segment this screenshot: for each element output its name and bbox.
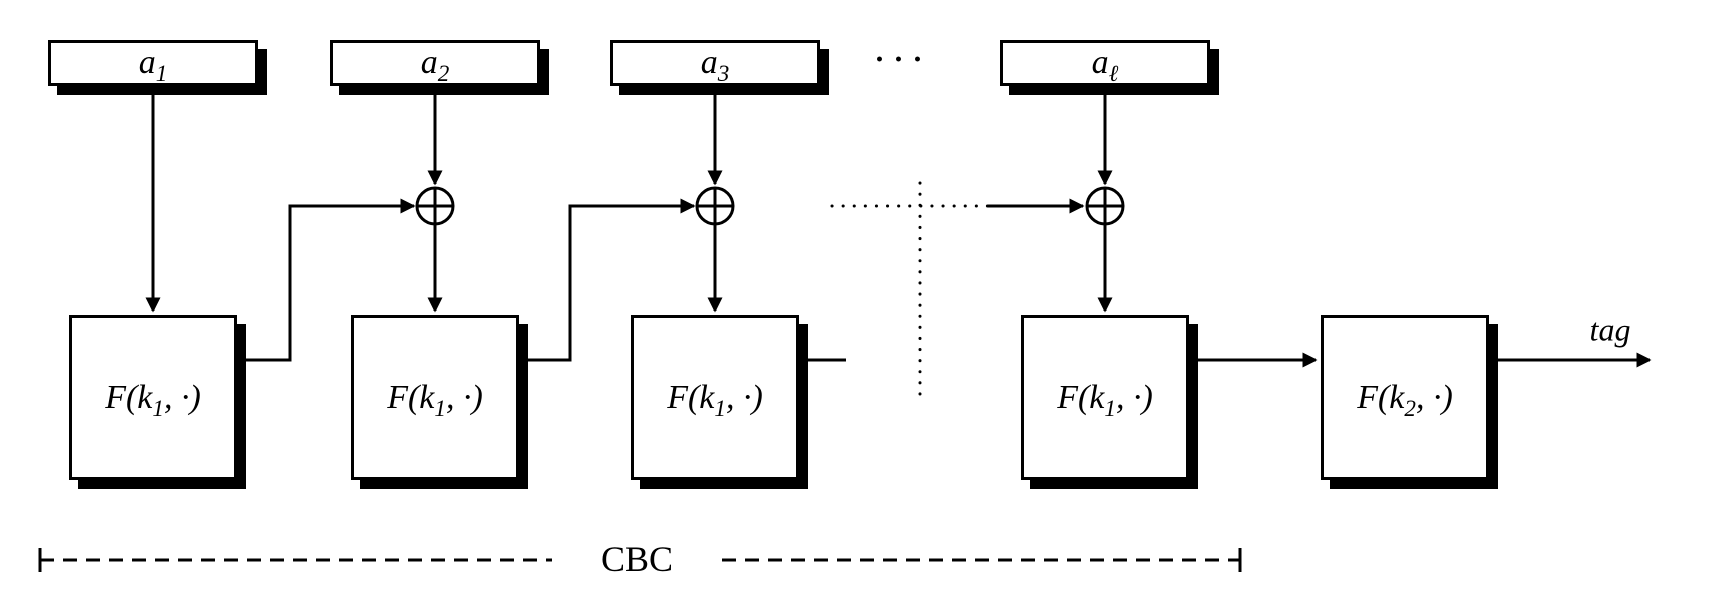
message-block-a2-label: a2 bbox=[420, 44, 450, 85]
label-sub: 2 bbox=[1404, 395, 1416, 422]
xor-node-2 bbox=[415, 186, 455, 226]
label-base: a bbox=[138, 44, 156, 81]
f-block-final-label: F(k2, ·) bbox=[1357, 378, 1453, 420]
f-block-1: F(k1, ·) bbox=[69, 315, 237, 480]
message-block-al: aℓ bbox=[1000, 40, 1210, 86]
f-block-final: F(k2, ·) bbox=[1321, 315, 1489, 480]
label-sub: 1 bbox=[155, 60, 168, 87]
message-block-a2: a2 bbox=[330, 40, 540, 86]
message-block-a1-label: a1 bbox=[138, 44, 168, 85]
label-base: a bbox=[1091, 44, 1109, 81]
label-post: , ·) bbox=[725, 378, 763, 416]
label-sub: 1 bbox=[714, 395, 726, 422]
label-pre: F(k bbox=[1057, 378, 1105, 416]
tag-output-label: tag bbox=[1589, 311, 1631, 348]
label-sub: 1 bbox=[152, 395, 164, 422]
label-post: , ·) bbox=[163, 378, 201, 416]
ellipsis-top: ··· bbox=[872, 37, 930, 83]
f-block-4: F(k1, ·) bbox=[1021, 315, 1189, 480]
label-sub: 2 bbox=[437, 60, 450, 87]
message-block-a1: a1 bbox=[48, 40, 258, 86]
xor-node-4 bbox=[1085, 186, 1125, 226]
f-block-2: F(k1, ·) bbox=[351, 315, 519, 480]
message-block-al-label: aℓ bbox=[1091, 44, 1119, 85]
label-pre: F(k bbox=[105, 378, 153, 416]
f-block-1-label: F(k1, ·) bbox=[105, 378, 201, 420]
label-sub: 1 bbox=[1104, 395, 1116, 422]
label-base: a bbox=[700, 44, 718, 81]
label-sub: ℓ bbox=[1108, 60, 1119, 87]
f-block-3: F(k1, ·) bbox=[631, 315, 799, 480]
f-block-2-label: F(k1, ·) bbox=[387, 378, 483, 420]
xor-node-3 bbox=[695, 186, 735, 226]
label-post: , ·) bbox=[445, 378, 483, 416]
message-block-a3: a3 bbox=[610, 40, 820, 86]
label-pre: F(k bbox=[667, 378, 715, 416]
label-post: , ·) bbox=[1115, 378, 1153, 416]
cbc-bracket bbox=[38, 548, 1242, 572]
chain-f1-to-xor2 bbox=[238, 198, 416, 362]
label-pre: F(k bbox=[1357, 378, 1405, 416]
chain-f2-to-xor3 bbox=[519, 198, 696, 362]
label-post: , ·) bbox=[1415, 378, 1453, 416]
label-sub: 3 bbox=[717, 60, 730, 87]
label-pre: F(k bbox=[387, 378, 435, 416]
label-base: a bbox=[420, 44, 438, 81]
message-block-a3-label: a3 bbox=[700, 44, 730, 85]
f-block-3-label: F(k1, ·) bbox=[667, 378, 763, 420]
cbc-bracket-label: CBC bbox=[600, 539, 674, 579]
f-block-4-label: F(k1, ·) bbox=[1057, 378, 1153, 420]
label-sub: 1 bbox=[434, 395, 446, 422]
